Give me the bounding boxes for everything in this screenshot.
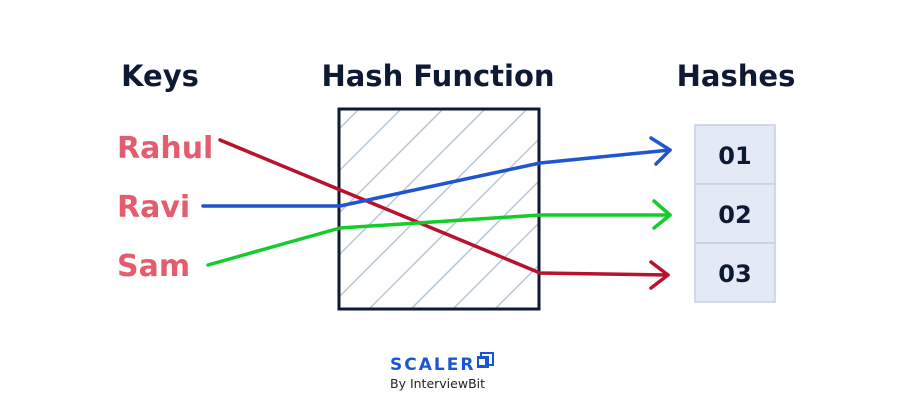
logo-cube-icon bbox=[477, 352, 494, 368]
hash-value: 01 bbox=[718, 142, 751, 170]
key-label: Sam bbox=[117, 249, 190, 284]
hatch-line bbox=[339, 109, 444, 215]
arrow-rahul-to-03 bbox=[218, 138, 670, 290]
keys-header: Keys bbox=[121, 59, 199, 93]
arrow-ravi-to-01 bbox=[201, 136, 672, 208]
hash-cell bbox=[694, 242, 776, 303]
hatch-line bbox=[339, 109, 402, 173]
logo-name: SCALER bbox=[390, 355, 475, 375]
hash-function-header: Hash Function bbox=[321, 59, 554, 93]
hash-cell bbox=[694, 124, 776, 185]
hatch-line bbox=[494, 263, 539, 309]
hatch-line bbox=[410, 179, 539, 309]
hatch-line bbox=[339, 109, 528, 299]
hash-value: 02 bbox=[718, 201, 751, 229]
key-label: Ravi bbox=[117, 190, 190, 225]
hash-value: 03 bbox=[718, 260, 751, 288]
hash-function-box bbox=[337, 107, 541, 311]
hatch-line bbox=[368, 137, 539, 309]
arrow-sam-to-02 bbox=[206, 199, 672, 267]
hash-table: 01 02 03 bbox=[694, 124, 776, 303]
key-label: Rahul bbox=[117, 131, 213, 166]
hatch-line bbox=[452, 221, 539, 309]
scaler-logo: SCALER By InterviewBit bbox=[390, 352, 494, 391]
hashes-header: Hashes bbox=[677, 59, 796, 93]
logo-tagline: By InterviewBit bbox=[390, 376, 485, 391]
